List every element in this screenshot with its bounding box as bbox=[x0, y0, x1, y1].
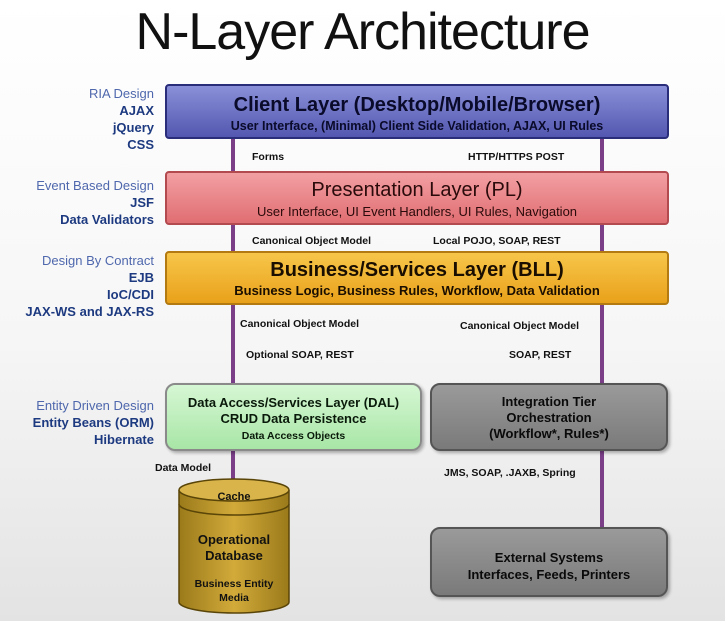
label-bll-int-2: SOAP, REST bbox=[509, 349, 572, 361]
label-forms: Forms bbox=[252, 151, 285, 163]
side-group-ria: RIA Design AJAX jQuery CSS bbox=[89, 85, 154, 153]
label-bll-dal-1: Canonical Object Model bbox=[240, 318, 360, 330]
side-item: AJAX bbox=[119, 103, 154, 118]
label-http-post: HTTP/HTTPS POST bbox=[468, 151, 565, 163]
connector-bll-integration bbox=[600, 304, 604, 384]
db-line4: Media bbox=[219, 592, 249, 604]
side-heading: Event Based Design bbox=[36, 178, 154, 193]
side-group-entity: Entity Driven Design Entity Beans (ORM) … bbox=[33, 397, 154, 448]
side-item: Hibernate bbox=[94, 432, 154, 447]
presentation-layer-subtitle: User Interface, UI Event Handlers, UI Ru… bbox=[256, 204, 578, 219]
integration-line2: Orchestration bbox=[506, 410, 592, 425]
connector-dal-db bbox=[231, 450, 235, 480]
db-line3: Business Entity bbox=[194, 578, 274, 590]
external-line1: External Systems bbox=[494, 550, 604, 565]
client-layer-box: Client Layer (Desktop/Mobile/Browser) Us… bbox=[165, 84, 669, 139]
data-access-layer-box: Data Access/Services Layer (DAL) CRUD Da… bbox=[165, 383, 422, 451]
label-data-model: Data Model bbox=[155, 462, 212, 474]
page-title: N-Layer Architecture bbox=[135, 3, 591, 61]
side-item: Entity Beans (ORM) bbox=[32, 415, 154, 430]
label-pl-bll-left: Canonical Object Model bbox=[252, 235, 372, 247]
side-item: Data Validators bbox=[60, 212, 154, 227]
side-item: IoC/CDI bbox=[107, 287, 154, 302]
integration-line3: (Workflow*, Rules*) bbox=[489, 426, 609, 441]
connector-client-pl-left bbox=[231, 138, 235, 172]
side-item: CSS bbox=[127, 137, 154, 152]
side-heading: Entity Driven Design bbox=[36, 398, 154, 413]
label-bll-int-1: Canonical Object Model bbox=[460, 320, 580, 332]
label-pl-bll-right: Local POJO, SOAP, REST bbox=[433, 235, 561, 247]
presentation-layer-box: Presentation Layer (PL) User Interface, … bbox=[165, 171, 669, 225]
integration-tier-box: Integration Tier Orchestration (Workflow… bbox=[430, 383, 668, 451]
client-layer-subtitle: User Interface, (Minimal) Client Side Va… bbox=[230, 119, 604, 133]
db-line1: Operational bbox=[197, 532, 271, 547]
side-item: JAX-WS and JAX-RS bbox=[25, 304, 154, 319]
connector-bll-dal bbox=[231, 304, 235, 384]
side-heading: RIA Design bbox=[88, 86, 154, 101]
client-layer-title: Client Layer (Desktop/Mobile/Browser) bbox=[233, 94, 601, 116]
db-line2: Database bbox=[205, 548, 263, 563]
db-cache-label: Cache bbox=[217, 491, 251, 503]
external-line2: Interfaces, Feeds, Printers bbox=[467, 567, 631, 582]
database-cylinder-icon bbox=[178, 478, 290, 614]
connector-integration-external bbox=[600, 450, 604, 528]
dal-line1: Data Access/Services Layer (DAL) bbox=[187, 395, 400, 410]
side-heading: Design By Contract bbox=[42, 253, 154, 268]
side-item: JSF bbox=[130, 195, 154, 210]
dal-line2: CRUD Data Persistence bbox=[220, 411, 367, 426]
connector-pl-bll-left bbox=[231, 224, 235, 252]
connector-pl-bll-right bbox=[600, 224, 604, 252]
side-group-contract: Design By Contract EJB IoC/CDI JAX-WS an… bbox=[25, 252, 154, 320]
label-int-ext: JMS, SOAP, .JAXB, Spring bbox=[444, 467, 576, 479]
business-layer-box: Business/Services Layer (BLL) Business L… bbox=[165, 251, 669, 305]
integration-line1: Integration Tier bbox=[501, 394, 597, 409]
side-group-event: Event Based Design JSF Data Validators bbox=[36, 177, 154, 228]
label-bll-dal-2: Optional SOAP, REST bbox=[246, 349, 354, 361]
connector-client-pl-right bbox=[600, 138, 604, 172]
dal-subtitle: Data Access Objects bbox=[241, 430, 346, 442]
side-item: jQuery bbox=[112, 120, 154, 135]
external-systems-box: External Systems Interfaces, Feeds, Prin… bbox=[430, 527, 668, 597]
business-layer-title: Business/Services Layer (BLL) bbox=[270, 259, 564, 281]
side-item: EJB bbox=[128, 270, 154, 285]
business-layer-subtitle: Business Logic, Business Rules, Workflow… bbox=[234, 283, 600, 298]
presentation-layer-title: Presentation Layer (PL) bbox=[311, 179, 523, 201]
